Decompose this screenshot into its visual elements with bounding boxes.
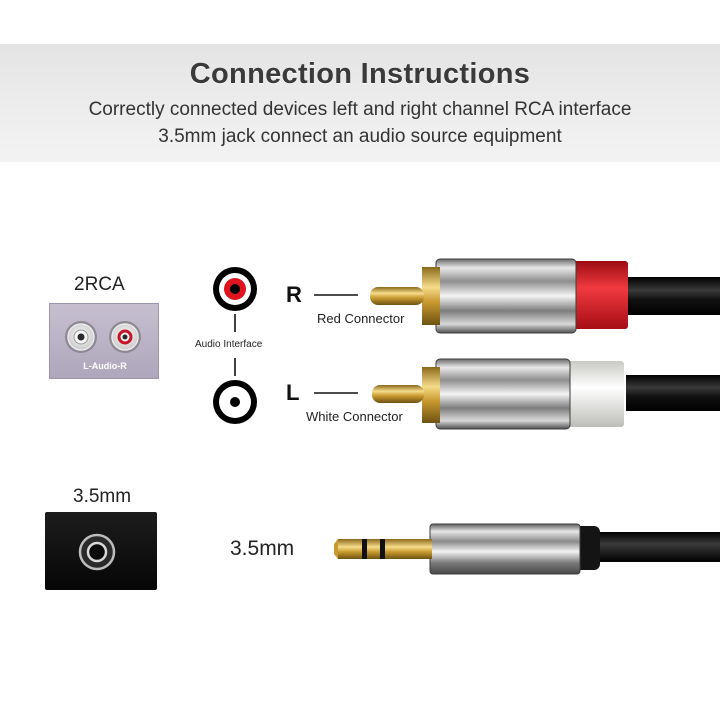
- plug-label: 3.5mm: [230, 537, 295, 560]
- jack-socket-icon: [78, 533, 116, 571]
- subtitle-line-2: 3.5mm jack connect an audio source equip…: [158, 126, 562, 147]
- rca-panel-image: L-Audio-R: [49, 303, 159, 379]
- jack-panel-image: [45, 512, 157, 590]
- subtitle-line-1: Correctly connected devices left and rig…: [88, 99, 632, 120]
- header-banner: Connection Instructions Correctly connec…: [0, 44, 720, 162]
- rca-plugs-image: [370, 258, 720, 430]
- rca-sockets-icon: [65, 321, 141, 353]
- red-connector-label: Red Connector: [317, 311, 405, 326]
- jack-label: 3.5mm: [73, 486, 132, 507]
- left-channel-letter: L: [286, 380, 300, 405]
- connector-lead-lines: [314, 294, 358, 394]
- audio-interface-label: Audio Interface: [195, 339, 263, 350]
- rca-label: 2RCA: [74, 274, 125, 295]
- jack-plug-image: [334, 523, 720, 575]
- page-title: Connection Instructions: [189, 58, 531, 90]
- rca-panel-text: L-Audio-R: [83, 361, 127, 371]
- white-connector-label: White Connector: [306, 409, 403, 424]
- right-channel-letter: R: [286, 282, 302, 307]
- audio-interface-diagram: [213, 267, 257, 424]
